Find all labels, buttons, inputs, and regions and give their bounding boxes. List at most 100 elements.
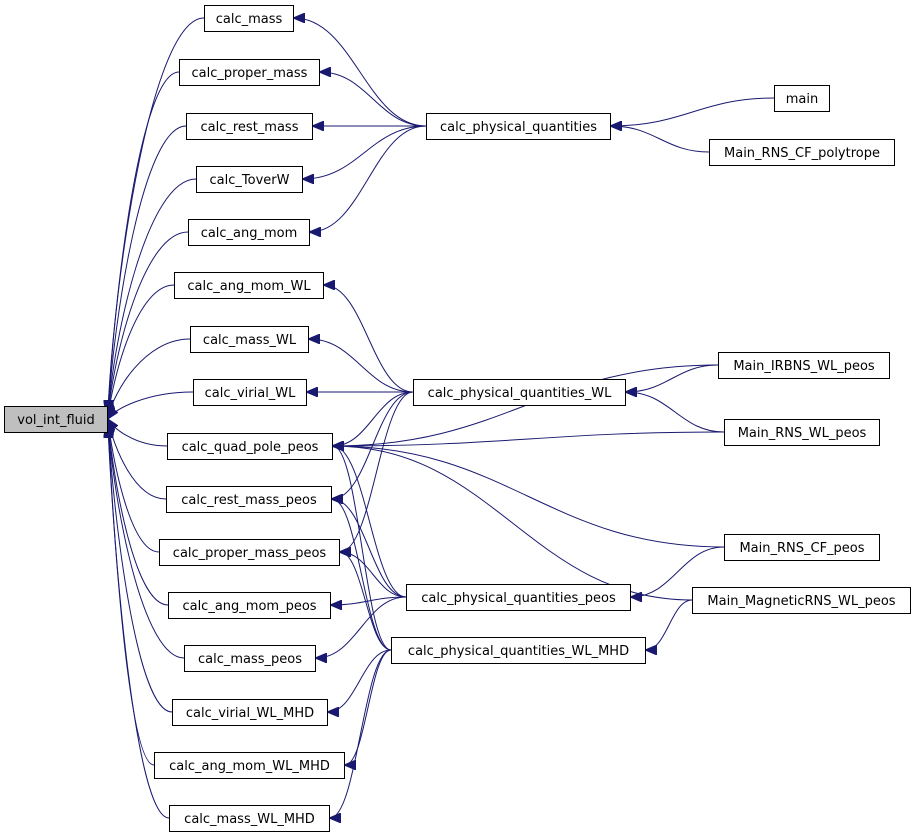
node-label: calc_ang_mom_WL_MHD [169, 759, 330, 774]
edge-calc_virial_WL_MHD-to-vol_int_fluid [108, 425, 173, 713]
node-label: calc_virial_WL_MHD [186, 706, 314, 721]
node-box [172, 699, 328, 726]
node-box [193, 379, 307, 406]
node-box [169, 805, 330, 832]
edge-layer [108, 18, 775, 819]
node-box [188, 219, 310, 246]
node-box [4, 406, 108, 433]
node-box [724, 534, 880, 561]
edge-calc_physical_quantities_WL_MHD-to-calc_ang_mom_WL_MHD [345, 649, 392, 765]
node-calc_quad_pole_peos[interactable]: calc_quad_pole_peos [167, 433, 333, 460]
edge-calc_physical_quantities_WL-to-calc_ang_mom_WL [324, 285, 414, 393]
node-box [724, 419, 880, 446]
node-calc_rest_mass[interactable]: calc_rest_mass [186, 113, 313, 140]
node-calc_physical_quantities_WL_MHD[interactable]: calc_physical_quantities_WL_MHD [391, 637, 646, 664]
edge-calc_mass_WL_MHD-to-vol_int_fluid [108, 427, 170, 819]
node-calc_ToverW[interactable]: calc_ToverW [196, 166, 303, 193]
node-label: calc_proper_mass_peos [173, 546, 327, 561]
node-box [186, 113, 313, 140]
node-label: calc_physical_quantities_WL_MHD [408, 644, 629, 659]
node-box [426, 113, 611, 140]
node-calc_ang_mom_WL_MHD[interactable]: calc_ang_mom_WL_MHD [154, 752, 345, 779]
node-box [709, 139, 895, 166]
node-box [184, 645, 316, 672]
node-Main_RNS_CF_polytrope[interactable]: Main_RNS_CF_polytrope [709, 139, 895, 166]
node-box [167, 433, 333, 460]
edge-Main_RNS_CF_polytrope-to-calc_physical_quantities [611, 126, 710, 153]
edge-calc_physical_quantities_peos-to-calc_quad_pole_peos [333, 446, 407, 598]
edge-Main_IRBNS_WL_peos-to-calc_physical_quantities_WL [626, 364, 719, 392]
node-calc_ang_mom_peos[interactable]: calc_ang_mom_peos [168, 592, 331, 619]
node-calc_rest_mass_peos[interactable]: calc_rest_mass_peos [166, 486, 332, 513]
edge-calc_virial_WL-to-vol_int_fluid [108, 391, 194, 418]
node-Main_IRBNS_WL_peos[interactable]: Main_IRBNS_WL_peos [718, 352, 890, 379]
node-box [774, 85, 830, 112]
node-label: calc_virial_WL [205, 386, 297, 401]
node-box [168, 592, 331, 619]
node-label: main [786, 92, 818, 107]
node-Main_RNS_CF_peos[interactable]: Main_RNS_CF_peos [724, 534, 880, 561]
node-vol_int_fluid[interactable]: vol_int_fluid [4, 406, 108, 433]
node-box [190, 326, 309, 353]
node-calc_ang_mom[interactable]: calc_ang_mom [188, 219, 310, 246]
edge-calc_proper_mass-to-vol_int_fluid [108, 71, 180, 412]
node-calc_mass_peos[interactable]: calc_mass_peos [184, 645, 316, 672]
node-label: calc_rest_mass_peos [181, 493, 317, 508]
node-Main_RNS_WL_peos[interactable]: Main_RNS_WL_peos [724, 419, 880, 446]
node-label: Main_RNS_CF_peos [739, 541, 864, 556]
edge-calc_rest_mass-to-vol_int_fluid [108, 125, 187, 413]
edge-calc_mass_WL-to-vol_int_fluid [108, 338, 191, 417]
edge-calc_physical_quantities_WL-to-calc_proper_mass_peos [340, 391, 414, 552]
node-box [154, 752, 345, 779]
node-calc_mass[interactable]: calc_mass [204, 5, 294, 32]
node-calc_physical_quantities[interactable]: calc_physical_quantities [426, 113, 611, 140]
node-layer: vol_int_fluid calc_mass calc_proper_massca… [4, 5, 911, 832]
node-label: calc_mass_WL_MHD [184, 812, 315, 827]
node-calc_mass_WL[interactable]: calc_mass_WL [190, 326, 309, 353]
node-label: calc_mass [216, 12, 283, 27]
node-label: calc_ang_mom_peos [182, 599, 316, 614]
node-label: calc_proper_mass [192, 66, 308, 81]
edge-calc_physical_quantities-to-calc_ang_mom [310, 125, 427, 232]
edge-calc_physical_quantities-to-calc_mass [294, 18, 427, 127]
node-label: calc_mass_peos [198, 652, 302, 667]
node-label: Main_RNS_WL_peos [738, 426, 867, 441]
edge-Main_RNS_WL_peos-to-calc_physical_quantities_WL [626, 392, 725, 433]
node-Main_MagneticRNS_WL_peos[interactable]: Main_MagneticRNS_WL_peos [692, 587, 911, 614]
edge-calc_quad_pole_peos-to-vol_int_fluid [108, 420, 168, 447]
node-box [174, 272, 324, 299]
node-label: calc_ang_mom_WL [187, 279, 311, 294]
node-calc_virial_WL[interactable]: calc_virial_WL [193, 379, 307, 406]
node-calc_virial_WL_MHD[interactable]: calc_virial_WL_MHD [172, 699, 328, 726]
node-box [196, 166, 303, 193]
edge-Main_RNS_WL_peos-to-calc_quad_pole_peos [333, 431, 725, 446]
edge-calc_physical_quantities_peos-to-calc_ang_mom_peos [331, 596, 407, 605]
edge-calc_ang_mom-to-vol_int_fluid [108, 231, 189, 415]
edge-calc_physical_quantities_peos-to-calc_mass_peos [316, 596, 407, 658]
node-box [413, 379, 626, 406]
node-calc_physical_quantities_peos[interactable]: calc_physical_quantities_peos [406, 584, 631, 611]
node-calc_physical_quantities_WL[interactable]: calc_physical_quantities_WL [413, 379, 626, 406]
edge-calc_physical_quantities_WL-to-calc_mass_WL [309, 339, 414, 393]
node-label: calc_rest_mass [201, 120, 299, 135]
node-box [718, 352, 890, 379]
node-label: calc_ang_mom [201, 226, 298, 241]
edge-calc_proper_mass_peos-to-vol_int_fluid [108, 422, 160, 553]
node-box [391, 637, 646, 664]
edge-Main_RNS_CF_peos-to-calc_quad_pole_peos [333, 446, 725, 548]
node-calc_mass_WL_MHD[interactable]: calc_mass_WL_MHD [169, 805, 330, 832]
node-calc_proper_mass[interactable]: calc_proper_mass [179, 59, 320, 86]
edge-main-to-calc_physical_quantities [611, 97, 775, 126]
node-calc_ang_mom_WL[interactable]: calc_ang_mom_WL [174, 272, 324, 299]
edge-Main_MagneticRNS_WL_peos-to-calc_physical_quantities_WL_MHD [646, 599, 693, 650]
node-box [159, 539, 340, 566]
edge-calc_physical_quantities_WL_MHD-to-calc_rest_mass_peos [332, 499, 392, 651]
node-calc_proper_mass_peos[interactable]: calc_proper_mass_peos [159, 539, 340, 566]
edge-calc_physical_quantities_WL_MHD-to-calc_proper_mass_peos [340, 552, 392, 651]
node-main[interactable]: main [774, 85, 830, 112]
node-label: calc_mass_WL [203, 333, 297, 348]
node-label: calc_physical_quantities [440, 120, 597, 135]
node-label: calc_quad_pole_peos [182, 440, 319, 455]
node-box [406, 584, 631, 611]
edge-calc_ang_mom_WL-to-vol_int_fluid [108, 284, 175, 416]
